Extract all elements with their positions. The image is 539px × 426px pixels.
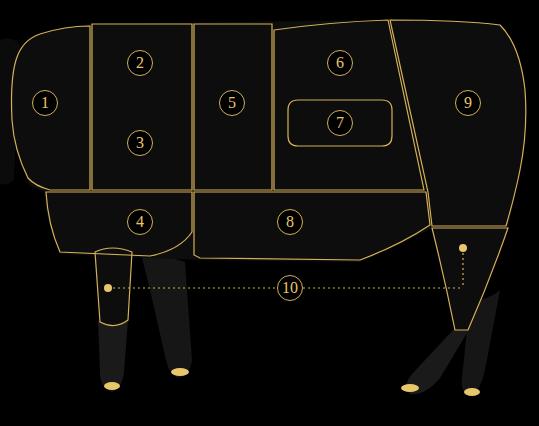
region-border xyxy=(12,26,91,190)
region-outline xyxy=(90,22,194,192)
region-border xyxy=(288,100,392,146)
hoof xyxy=(464,388,480,396)
cut-region: 23 xyxy=(90,22,194,192)
fore-shank-outline xyxy=(95,248,132,326)
cut-region: 4 xyxy=(42,190,194,260)
cow-body xyxy=(12,20,526,262)
cut-region: 8 xyxy=(192,190,434,264)
callout-number: 1 xyxy=(32,90,58,116)
region-border xyxy=(46,192,192,256)
hoof xyxy=(401,384,419,392)
region-border xyxy=(92,24,192,190)
region-outline xyxy=(386,16,532,230)
region-outline xyxy=(42,190,194,260)
cut-region: 9 xyxy=(386,16,532,230)
hoof xyxy=(104,382,120,390)
callout-number: 5 xyxy=(219,90,245,116)
shank-dot xyxy=(104,284,112,292)
cut-region: 76 xyxy=(272,16,428,192)
callout-number: 9 xyxy=(455,90,481,116)
region-outline xyxy=(192,190,434,264)
front-leg xyxy=(98,320,128,392)
callout-number: 3 xyxy=(127,130,153,156)
callout-number: 6 xyxy=(327,50,353,76)
callout-number: 10 xyxy=(277,275,303,301)
dotted-leader xyxy=(462,253,463,288)
region-border xyxy=(274,20,424,190)
region-border xyxy=(194,24,272,190)
region-border xyxy=(390,20,526,226)
inner-cut-region: 7 xyxy=(286,98,394,148)
hind-shank-outline xyxy=(432,228,508,330)
hind-leg xyxy=(406,328,470,394)
callout-number: 7 xyxy=(327,110,353,136)
front-leg-back xyxy=(140,250,192,378)
callout-number: 2 xyxy=(127,50,153,76)
region-border xyxy=(194,192,430,260)
callout-number: 4 xyxy=(127,209,153,235)
cut-region: 5 xyxy=(192,22,274,192)
hoof xyxy=(171,368,189,376)
shank-dot xyxy=(459,244,467,252)
region-outline xyxy=(272,16,428,192)
cut-region: 1 xyxy=(8,22,94,194)
callout-number: 8 xyxy=(277,209,303,235)
